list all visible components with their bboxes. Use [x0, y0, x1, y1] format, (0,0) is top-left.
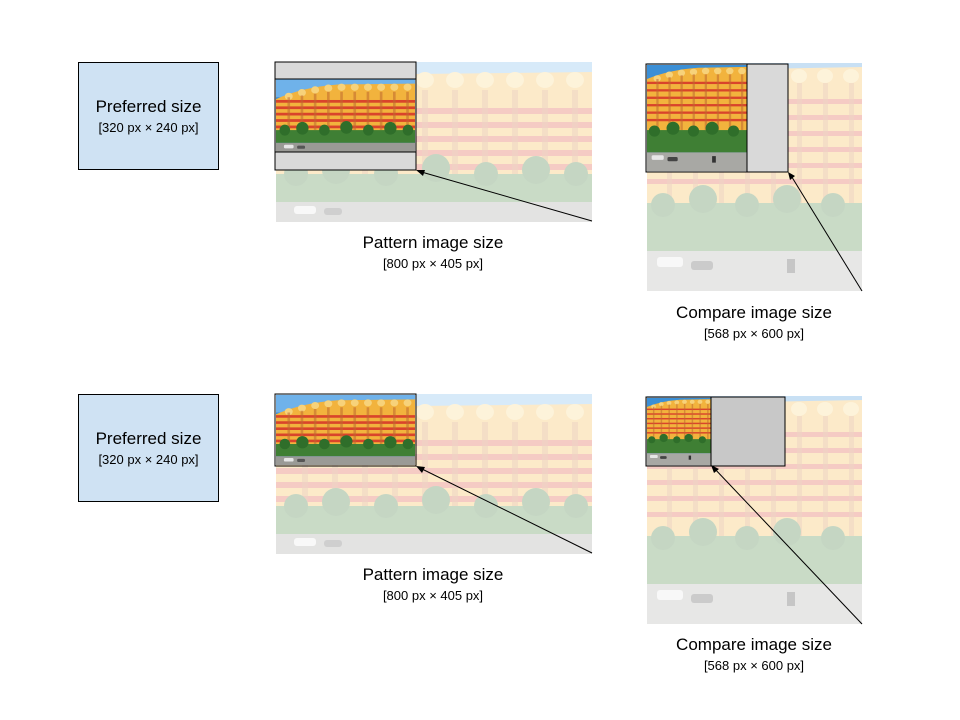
- pattern-thumbnail-row-2: [275, 394, 416, 466]
- pattern-caption-row-2: Pattern image size [800 px × 405 px]: [333, 565, 533, 603]
- preferred-size-title: Preferred size: [79, 97, 218, 117]
- pattern-caption-row-1: Pattern image size [800 px × 405 px]: [333, 233, 533, 271]
- compare-thumbnail-row-1: [646, 64, 788, 172]
- compare-caption-dims: [568 px × 600 px]: [654, 326, 854, 341]
- pattern-caption-dims: [800 px × 405 px]: [333, 256, 533, 271]
- pattern-caption-title: Pattern image size: [333, 233, 533, 253]
- compare-caption-dims: [568 px × 600 px]: [654, 658, 854, 673]
- preferred-size-dims: [320 px × 240 px]: [79, 120, 218, 135]
- compare-caption-row-2: Compare image size [568 px × 600 px]: [654, 635, 854, 673]
- compare-caption-title: Compare image size: [654, 635, 854, 655]
- pattern-thumbnail-row-1: [275, 62, 416, 170]
- preferred-size-title: Preferred size: [79, 429, 218, 449]
- compare-caption-title: Compare image size: [654, 303, 854, 323]
- compare-caption-row-1: Compare image size [568 px × 600 px]: [654, 303, 854, 341]
- preferred-size-box-row-1: Preferred size [320 px × 240 px]: [78, 62, 219, 170]
- compare-thumbnail-row-2: [646, 397, 785, 466]
- pattern-caption-title: Pattern image size: [333, 565, 533, 585]
- preferred-size-box-row-2: Preferred size [320 px × 240 px]: [78, 394, 219, 502]
- preferred-size-dims: [320 px × 240 px]: [79, 452, 218, 467]
- pattern-caption-dims: [800 px × 405 px]: [333, 588, 533, 603]
